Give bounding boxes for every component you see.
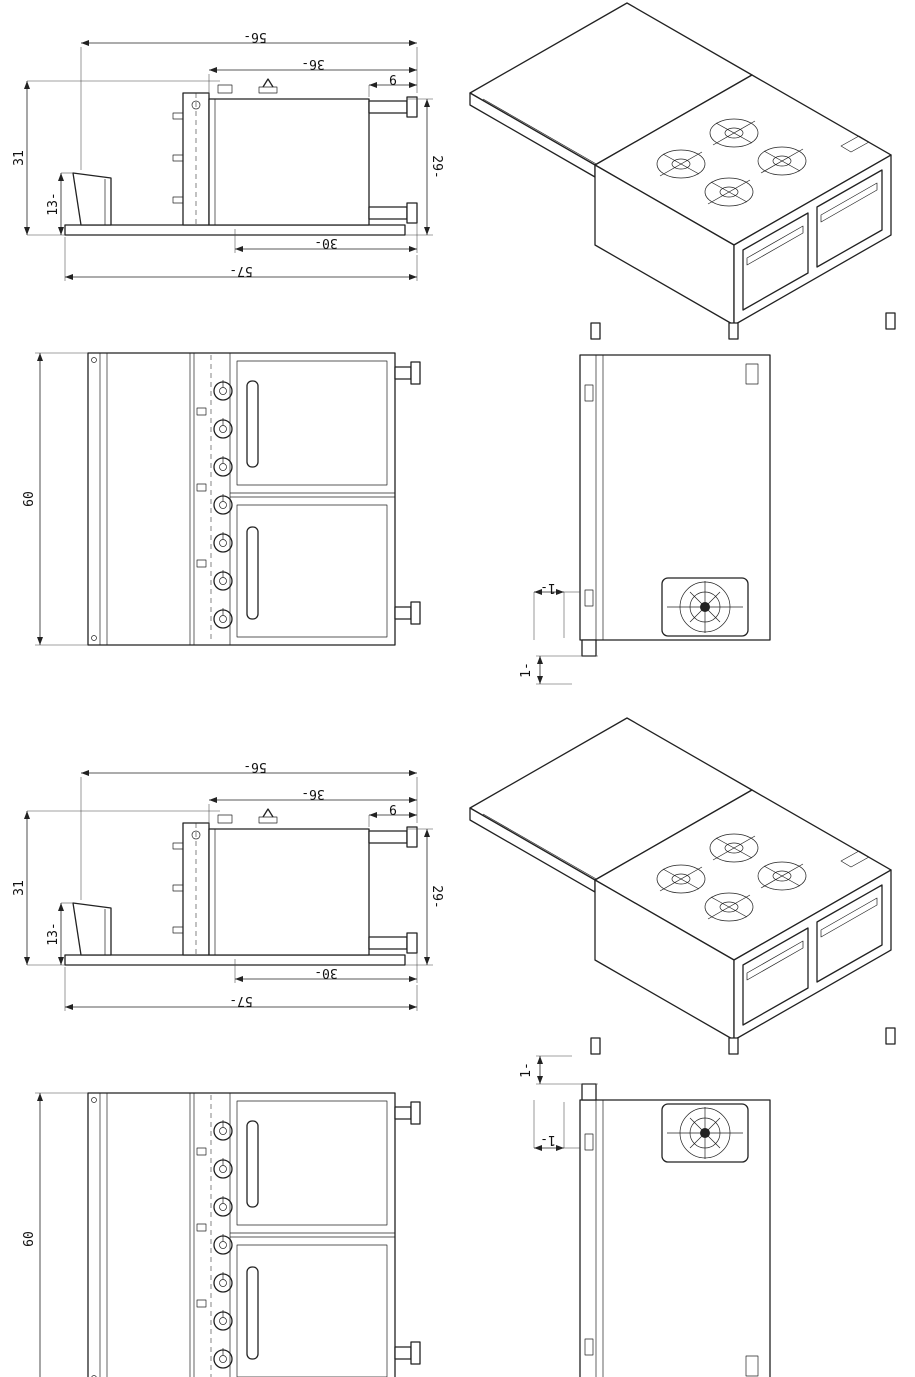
dim-label-56: 56- [243, 759, 266, 774]
dim-label-9: 9 [389, 801, 397, 816]
dim-label-57: 57- [229, 993, 252, 1008]
view-isometric-bottom [469, 717, 896, 1055]
dim-label-13: 13- [46, 922, 61, 945]
dim-label-31: 31 [12, 150, 27, 166]
dim-label-30: 30- [314, 235, 337, 250]
dim-label-29: 29- [429, 155, 444, 178]
view-rear-elevation-bottom [534, 1056, 770, 1377]
dim-label-30: 30- [314, 965, 337, 980]
dim-label-13: 13- [46, 192, 61, 215]
dim-label-29: 29- [429, 885, 444, 908]
view-rear-elevation-top [534, 355, 770, 684]
dim-label-36: 36- [301, 786, 324, 801]
dim-label-31: 31 [12, 880, 27, 896]
dim-label-1b: 1- [519, 662, 534, 678]
view-side-elevation-top [27, 43, 433, 281]
dim-label-9: 9 [389, 71, 397, 86]
dim-label-60: 60 [22, 1231, 37, 1247]
dim-label-60: 60 [22, 491, 37, 507]
dim-label-1b: 1- [519, 1062, 534, 1078]
dim-label-1a: 1- [540, 1132, 556, 1147]
view-side-elevation-bottom [27, 773, 433, 1011]
view-isometric-top [469, 2, 896, 340]
dim-label-57: 57- [229, 263, 252, 278]
view-front-elevation-top [35, 353, 420, 645]
dim-label-36: 36- [301, 56, 324, 71]
view-front-elevation-bottom [35, 1093, 420, 1377]
dim-label-1a: 1- [540, 580, 556, 595]
dim-label-56: 56- [243, 29, 266, 44]
